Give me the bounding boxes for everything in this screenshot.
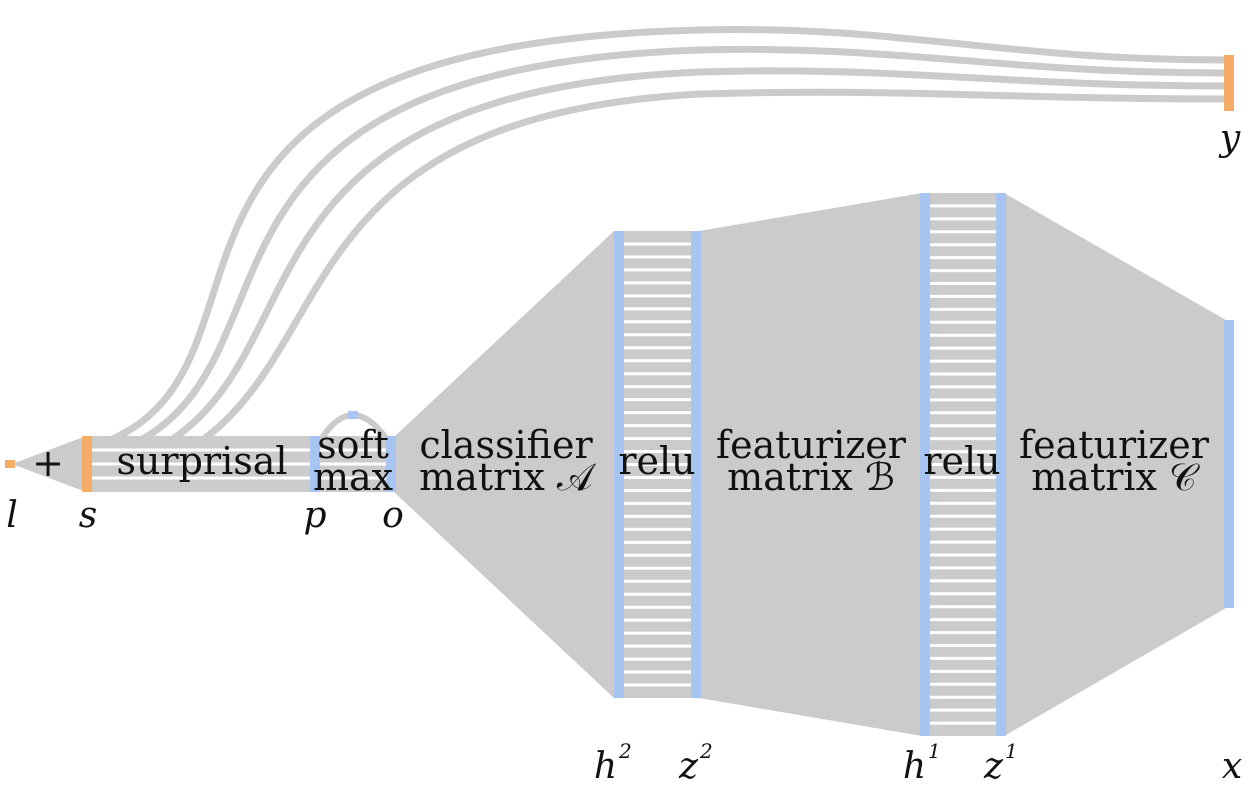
- flow-l-to-s: [12, 436, 86, 492]
- variable-p-label: p: [303, 495, 326, 536]
- vector-o-bar: [386, 436, 396, 492]
- classifier-label-line1: classifier: [419, 423, 593, 467]
- variable-s-label: s: [79, 495, 97, 536]
- variable-o-label: o: [382, 495, 404, 536]
- classifier-label-line2: matrix 𝒜: [419, 455, 597, 499]
- vector-x-bar: [1224, 320, 1234, 608]
- variable-z1-superscript: 1: [1005, 739, 1018, 763]
- variable-z1-label: z: [983, 746, 1004, 787]
- featurizer-b-label-line1: featurizer: [716, 423, 907, 467]
- vector-z2-bar: [691, 231, 701, 698]
- vector-softmax-top-bar: [348, 411, 358, 419]
- block-labels: + surprisal soft max classifier matrix 𝒜…: [32, 423, 1210, 499]
- variable-l-label: l: [6, 495, 18, 536]
- vector-z1-bar: [996, 193, 1006, 736]
- flow-z2-to-h1: [699, 193, 922, 736]
- relu2-band: [622, 231, 693, 698]
- variable-labels: l s p o h 2 z 2 h 1 z 1 x y: [6, 118, 1242, 787]
- flow-shapes: [12, 193, 1226, 736]
- featurizer-c-label-line1: featurizer: [1019, 423, 1210, 467]
- variable-h2-label: h: [594, 746, 617, 787]
- softmax-label-line2: max: [313, 455, 393, 499]
- variable-h2-superscript: 2: [618, 739, 632, 763]
- relu2-stripes: [624, 242, 691, 687]
- variable-y-label: y: [1218, 118, 1241, 159]
- softmax-stripes: [320, 448, 386, 480]
- relu1-band: [929, 193, 997, 736]
- variable-z2-label: z: [678, 746, 699, 787]
- softmax-label-line1: soft: [317, 423, 389, 467]
- y-curve-4: [85, 88, 1227, 489]
- vector-bars: [5, 55, 1234, 736]
- featurizer-c-label-line2: matrix 𝒞: [1031, 455, 1200, 499]
- flow-z1-to-x: [1004, 193, 1226, 736]
- y-curve-2: [85, 45, 1227, 465]
- variable-h1-label: h: [903, 746, 926, 787]
- vector-h1-bar: [920, 193, 930, 736]
- surprisal-band: [86, 436, 310, 492]
- softmax-band: [318, 436, 386, 492]
- vector-s-bar: [82, 436, 92, 492]
- flow-o-to-h2: [394, 231, 614, 698]
- relu1-stripes: [930, 204, 996, 725]
- variable-x-label: x: [1222, 746, 1242, 787]
- vector-h2-bar: [614, 231, 624, 698]
- plus-label: +: [32, 441, 64, 485]
- relu1-label: relu: [923, 439, 1000, 483]
- vector-p-bar: [310, 436, 320, 492]
- vector-y-bar: [1224, 55, 1234, 111]
- relu2-label: relu: [618, 439, 695, 483]
- surprisal-label: surprisal: [116, 439, 287, 483]
- y-curve-1: [85, 26, 1227, 453]
- variable-h1-superscript: 1: [928, 739, 941, 763]
- surprisal-stripes: [92, 448, 310, 480]
- y-connection-curves: [85, 26, 1227, 489]
- variable-z2-superscript: 2: [699, 739, 713, 763]
- featurizer-b-label-line2: matrix ℬ: [727, 455, 895, 499]
- vector-l-bar: [5, 460, 15, 468]
- y-curve-3: [85, 67, 1227, 477]
